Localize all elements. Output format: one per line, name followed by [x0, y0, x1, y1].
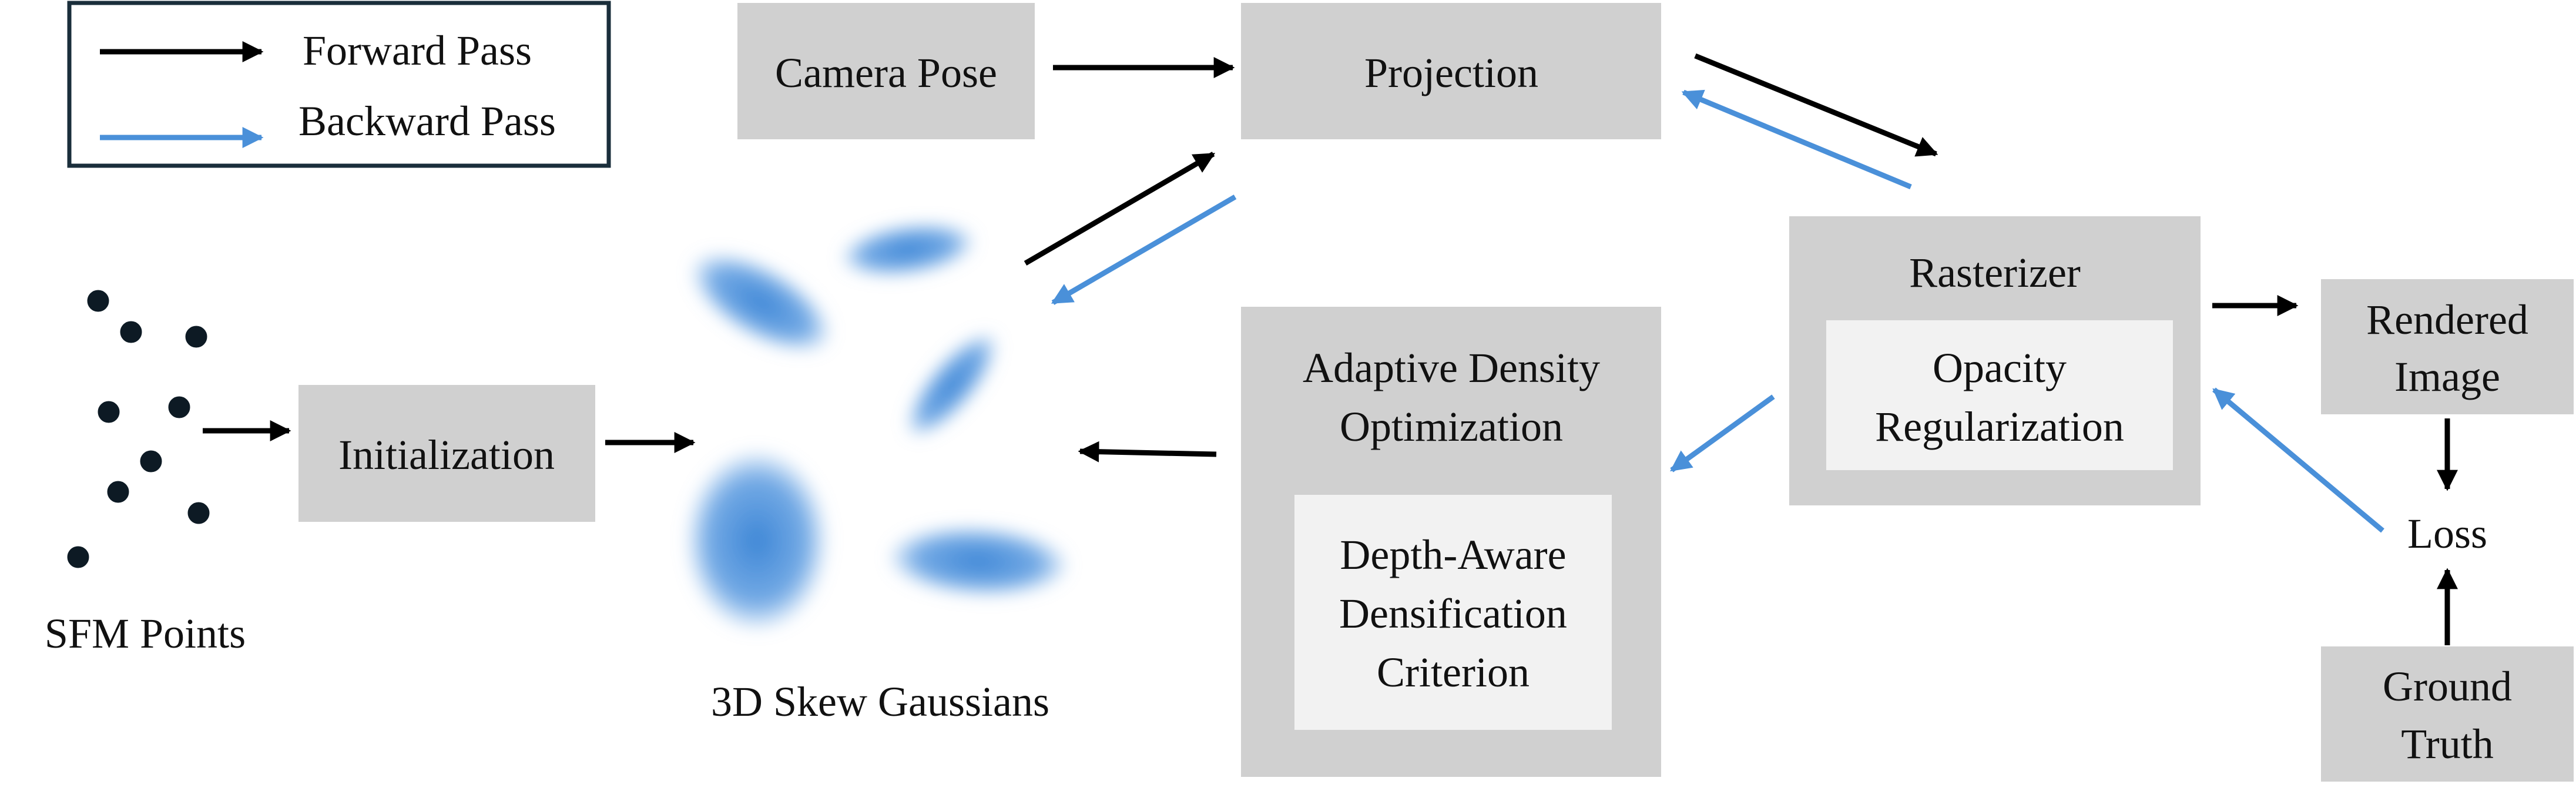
depth-aware-line-1: Depth-Aware [1340, 531, 1566, 578]
arrow-rasterizer-back-to-density [1670, 394, 1775, 472]
arrow-gaussians-to-projection [1024, 152, 1216, 266]
arrow-projection-to-rasterizer [1694, 53, 1938, 157]
sfm-point [98, 401, 120, 423]
legend-backward-label: Backward Pass [298, 98, 556, 145]
depth-aware-box [1294, 495, 1612, 730]
ground-truth-box [2321, 646, 2574, 782]
legend: Forward Pass Backward Pass [67, 1, 611, 168]
sfm-point [67, 546, 89, 568]
sfm-points [67, 290, 210, 568]
arrow-projection-back-to-gaussians [1051, 195, 1237, 305]
legend-forward-label: Forward Pass [303, 27, 532, 74]
camera-pose-box [737, 3, 1035, 139]
arrow-density-to-gaussians [1078, 441, 1217, 462]
depth-aware-line-2: Densification [1339, 590, 1567, 637]
projection-label: Projection [1364, 49, 1538, 96]
gaussian-blob [687, 453, 826, 629]
ground-truth-line-1: Ground [2383, 663, 2512, 710]
gaussian-blob [890, 527, 1066, 596]
projection-box [1241, 3, 1661, 139]
sfm-point [87, 290, 109, 312]
sfm-point [185, 326, 207, 348]
forward-arrows [203, 53, 2458, 645]
gaussian-blob [907, 334, 997, 436]
rendered-image-line-1: Rendered [2366, 296, 2528, 343]
camera-pose-label: Camera Pose [775, 49, 997, 96]
opacity-regularization-line-2: Regularization [1875, 403, 2124, 450]
skew-gaussians-label: 3D Skew Gaussians [711, 678, 1049, 725]
sfm-point [120, 321, 142, 343]
sfm-points-label: SFM Points [45, 610, 246, 657]
skew-gaussians-cluster [687, 223, 1066, 629]
rasterizer-label: Rasterizer [1909, 249, 2081, 296]
gaussian-blob [842, 223, 974, 276]
sfm-point [187, 502, 210, 524]
arrow-rasterizer-back-to-projection [1681, 89, 1912, 190]
rendered-image-box [2321, 279, 2574, 414]
ground-truth-line-2: Truth [2401, 720, 2493, 768]
initialization-label: Initialization [338, 431, 555, 478]
loss-label: Loss [2407, 510, 2487, 557]
gaussian-blob [692, 254, 830, 351]
opacity-regularization-line-1: Opacity [1933, 344, 2067, 391]
depth-aware-line-3: Criterion [1377, 649, 1530, 696]
sfm-point [140, 450, 162, 472]
sfm-point [107, 481, 129, 503]
adaptive-density-line-1: Adaptive Density [1303, 344, 1600, 391]
rendered-image-line-2: Image [2394, 353, 2500, 400]
backward-arrows [1051, 89, 2384, 533]
arrow-loss-back-to-rasterizer [2212, 387, 2384, 533]
opacity-regularization-box [1826, 320, 2173, 470]
adaptive-density-line-2: Optimization [1340, 403, 1563, 450]
sfm-point [168, 396, 190, 418]
initialization-box [298, 385, 595, 522]
